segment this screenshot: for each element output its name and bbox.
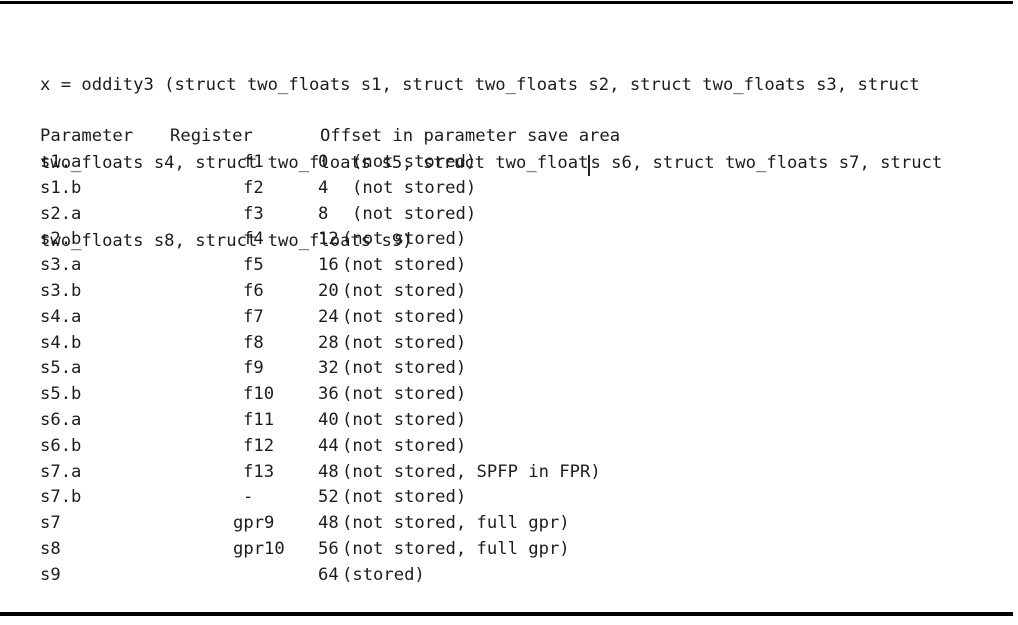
table-row: s3.b f6 20(not stored) xyxy=(0,281,1018,307)
note-cell: (not stored) xyxy=(352,203,477,224)
parameter-cell: s1.a xyxy=(40,152,82,172)
register-cell: gpr9 xyxy=(233,513,275,534)
register-cell: f1 xyxy=(243,152,264,172)
header-parameter: Parameter xyxy=(40,126,134,146)
parameter-cell: s3.b xyxy=(40,280,82,301)
register-cell: f3 xyxy=(243,203,264,224)
parameter-cell: s4.a xyxy=(40,306,82,327)
offset-cell: 48 xyxy=(318,461,339,482)
parameter-cell: s7.a xyxy=(40,461,82,482)
offset-cell: 4 xyxy=(318,177,329,198)
offset-cell: 40 xyxy=(318,409,339,430)
offset-cell: 12 xyxy=(318,229,339,250)
text-caret xyxy=(588,155,591,176)
register-cell: gpr10 xyxy=(233,538,285,559)
table-row: s4.a f7 24(not stored) xyxy=(0,307,1018,333)
function-signature-block[interactable]: x = oddity3 (struct two_floats s1, struc… xyxy=(40,20,998,306)
note-cell: (not stored) xyxy=(342,358,467,379)
table-row: s2.a f3 8 (not stored) xyxy=(0,204,1018,230)
offset-cell: 44 xyxy=(318,435,339,456)
register-cell: f4 xyxy=(243,229,264,250)
register-cell: f12 xyxy=(243,435,275,456)
note-cell: (not stored, SPFP in FPR) xyxy=(342,461,601,482)
note-cell: (not stored, full gpr) xyxy=(342,513,570,534)
table-header-row: Parameter Register Offset in parameter s… xyxy=(0,126,1018,152)
signature-line-2-before: two_floats s4, struct two_floats s5, str… xyxy=(40,153,589,173)
signature-line-3: two_floats s8, struct two_floats s9) xyxy=(40,231,413,251)
register-cell: f9 xyxy=(243,358,264,379)
note-cell: (not stored) xyxy=(342,384,467,405)
table-row: s7.a f13 48(not stored, SPFP in FPR) xyxy=(0,462,1018,488)
table-row: s4.b f8 28(not stored) xyxy=(0,333,1018,359)
signature-line-2-after: s s6, struct two_floats s7, struct xyxy=(590,153,943,173)
offset-cell: 64 xyxy=(318,564,339,585)
header-offset: Offset in parameter save area xyxy=(320,126,621,146)
parameter-cell: s9 xyxy=(40,564,61,585)
table-row: s7.b - 52(not stored) xyxy=(0,487,1018,513)
offset-cell: 8 xyxy=(318,203,329,224)
parameter-cell: s3.a xyxy=(40,255,82,276)
parameter-cell: s1.b xyxy=(40,177,82,198)
note-cell: (not stored) xyxy=(342,487,467,508)
note-cell: (not stored) xyxy=(342,280,467,301)
parameter-cell: s7 xyxy=(40,513,61,534)
note-cell: (not stored) xyxy=(342,306,467,327)
register-cell: f5 xyxy=(243,255,264,276)
parameter-cell: s2.b xyxy=(40,229,82,250)
note-cell: (not stored) xyxy=(342,229,467,250)
register-cell: f6 xyxy=(243,280,264,301)
parameter-cell: s6.a xyxy=(40,409,82,430)
parameter-cell: s4.b xyxy=(40,332,82,353)
register-cell: f11 xyxy=(243,409,275,430)
offset-cell: 0 xyxy=(318,152,329,172)
register-cell: f8 xyxy=(243,332,264,353)
offset-cell: 16 xyxy=(318,255,339,276)
table-row: s5.a f9 32(not stored) xyxy=(0,358,1018,384)
note-cell: (not stored) xyxy=(342,332,467,353)
parameter-cell: s6.b xyxy=(40,435,82,456)
note-cell: (stored) xyxy=(342,564,425,585)
parameter-cell: s5.a xyxy=(40,358,82,379)
register-cell: - xyxy=(243,487,254,508)
header-register: Register xyxy=(170,126,253,146)
table-row: s1.a f1 0 (not stored) xyxy=(0,152,1018,178)
table-row: s3.a f5 16(not stored) xyxy=(0,255,1018,281)
offset-cell: 36 xyxy=(318,384,339,405)
note-cell: (not stored) xyxy=(342,409,467,430)
register-cell: f13 xyxy=(243,461,275,482)
register-cell: f10 xyxy=(243,384,275,405)
offset-cell: 28 xyxy=(318,332,339,353)
table-row: s1.b f2 4 (not stored) xyxy=(0,178,1018,204)
offset-cell: 24 xyxy=(318,306,339,327)
parameter-cell: s5.b xyxy=(40,384,82,405)
register-cell: f7 xyxy=(243,306,264,327)
bottom-rule xyxy=(0,612,1013,616)
parameter-cell: s7.b xyxy=(40,487,82,508)
offset-cell: 48 xyxy=(318,513,339,534)
parameter-cell: s8 xyxy=(40,538,61,559)
parameter-cell: s2.a xyxy=(40,203,82,224)
table-row: s6.b f12 44(not stored) xyxy=(0,436,1018,462)
signature-line-2: two_floats s4, struct two_floats s5, str… xyxy=(40,150,998,176)
table-row: s7 gpr9 48(not stored, full gpr) xyxy=(0,513,1018,539)
signature-line-1: x = oddity3 (struct two_floats s1, struc… xyxy=(40,75,920,95)
offset-cell: 32 xyxy=(318,358,339,379)
top-rule xyxy=(0,1,1013,4)
note-cell: (not stored) xyxy=(352,152,477,172)
offset-cell: 56 xyxy=(318,538,339,559)
table-row: s6.a f11 40(not stored) xyxy=(0,410,1018,436)
note-cell: (not stored) xyxy=(342,435,467,456)
offset-cell: 20 xyxy=(318,280,339,301)
table-row: s9 64(stored) xyxy=(0,565,1018,591)
table-row: s8 gpr10 56(not stored, full gpr) xyxy=(0,539,1018,565)
table-row: s2.b f4 12(not stored) xyxy=(0,229,1018,255)
note-cell: (not stored, full gpr) xyxy=(342,538,570,559)
note-cell: (not stored) xyxy=(342,255,467,276)
register-cell: f2 xyxy=(243,177,264,198)
offset-cell: 52 xyxy=(318,487,339,508)
table-row: s5.b f10 36(not stored) xyxy=(0,384,1018,410)
note-cell: (not stored) xyxy=(352,177,477,198)
